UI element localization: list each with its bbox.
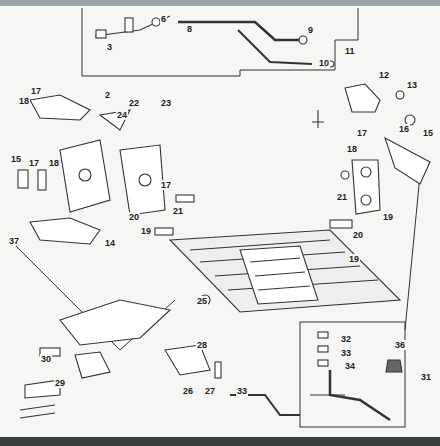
callout-number: 21 bbox=[172, 206, 184, 216]
callout-number: 19 bbox=[348, 254, 360, 264]
callout-number: 13 bbox=[406, 80, 418, 90]
callout-number: 3 bbox=[106, 42, 113, 52]
callout-number: 12 bbox=[378, 70, 390, 80]
callout-number: 37 bbox=[8, 236, 20, 246]
callout-number: 17 bbox=[30, 86, 42, 96]
callout-number: 10 bbox=[318, 58, 330, 68]
callout-number: 18 bbox=[48, 158, 60, 168]
callout-number: 15 bbox=[422, 128, 434, 138]
callout-number: 23 bbox=[160, 98, 172, 108]
callout-number: 14 bbox=[104, 238, 116, 248]
callout-number: 28 bbox=[196, 340, 208, 350]
callout-number: 36 bbox=[394, 340, 406, 350]
callout-number: 32 bbox=[340, 334, 352, 344]
callout-number: 2 bbox=[104, 90, 111, 100]
screen-bar bbox=[0, 437, 440, 446]
callout-number: 17 bbox=[28, 158, 40, 168]
callout-number: 20 bbox=[128, 212, 140, 222]
callout-number: 15 bbox=[10, 154, 22, 164]
callout-number: 17 bbox=[160, 180, 172, 190]
callout-number: 18 bbox=[18, 96, 30, 106]
callout-number: 29 bbox=[54, 378, 66, 388]
callout-number: 33 bbox=[236, 386, 248, 396]
callout-number: 21 bbox=[336, 192, 348, 202]
callout-number: 31 bbox=[420, 372, 432, 382]
callout-number: 8 bbox=[186, 24, 193, 34]
callout-number: 33 bbox=[340, 348, 352, 358]
callout-number: 6 bbox=[160, 14, 167, 24]
callout-number: 27 bbox=[204, 386, 216, 396]
callout-number: 17 bbox=[356, 128, 368, 138]
callout-number: 34 bbox=[344, 361, 356, 371]
callout-number: 18 bbox=[346, 144, 358, 154]
part-drawing bbox=[18, 16, 430, 420]
callout-number: 20 bbox=[352, 230, 364, 240]
callout-number: 19 bbox=[382, 212, 394, 222]
callout-number: 9 bbox=[307, 25, 314, 35]
callout-number: 26 bbox=[182, 386, 194, 396]
callout-number: 11 bbox=[344, 46, 356, 56]
callout-number: 16 bbox=[398, 124, 410, 134]
callout-number: 24 bbox=[116, 110, 128, 120]
callout-number: 25 bbox=[196, 296, 208, 306]
screen-bar bbox=[0, 0, 440, 6]
callout-number: 19 bbox=[140, 226, 152, 236]
callout-number: 30 bbox=[40, 354, 52, 364]
callout-number: 22 bbox=[128, 98, 140, 108]
inset-frame bbox=[10, 8, 420, 427]
